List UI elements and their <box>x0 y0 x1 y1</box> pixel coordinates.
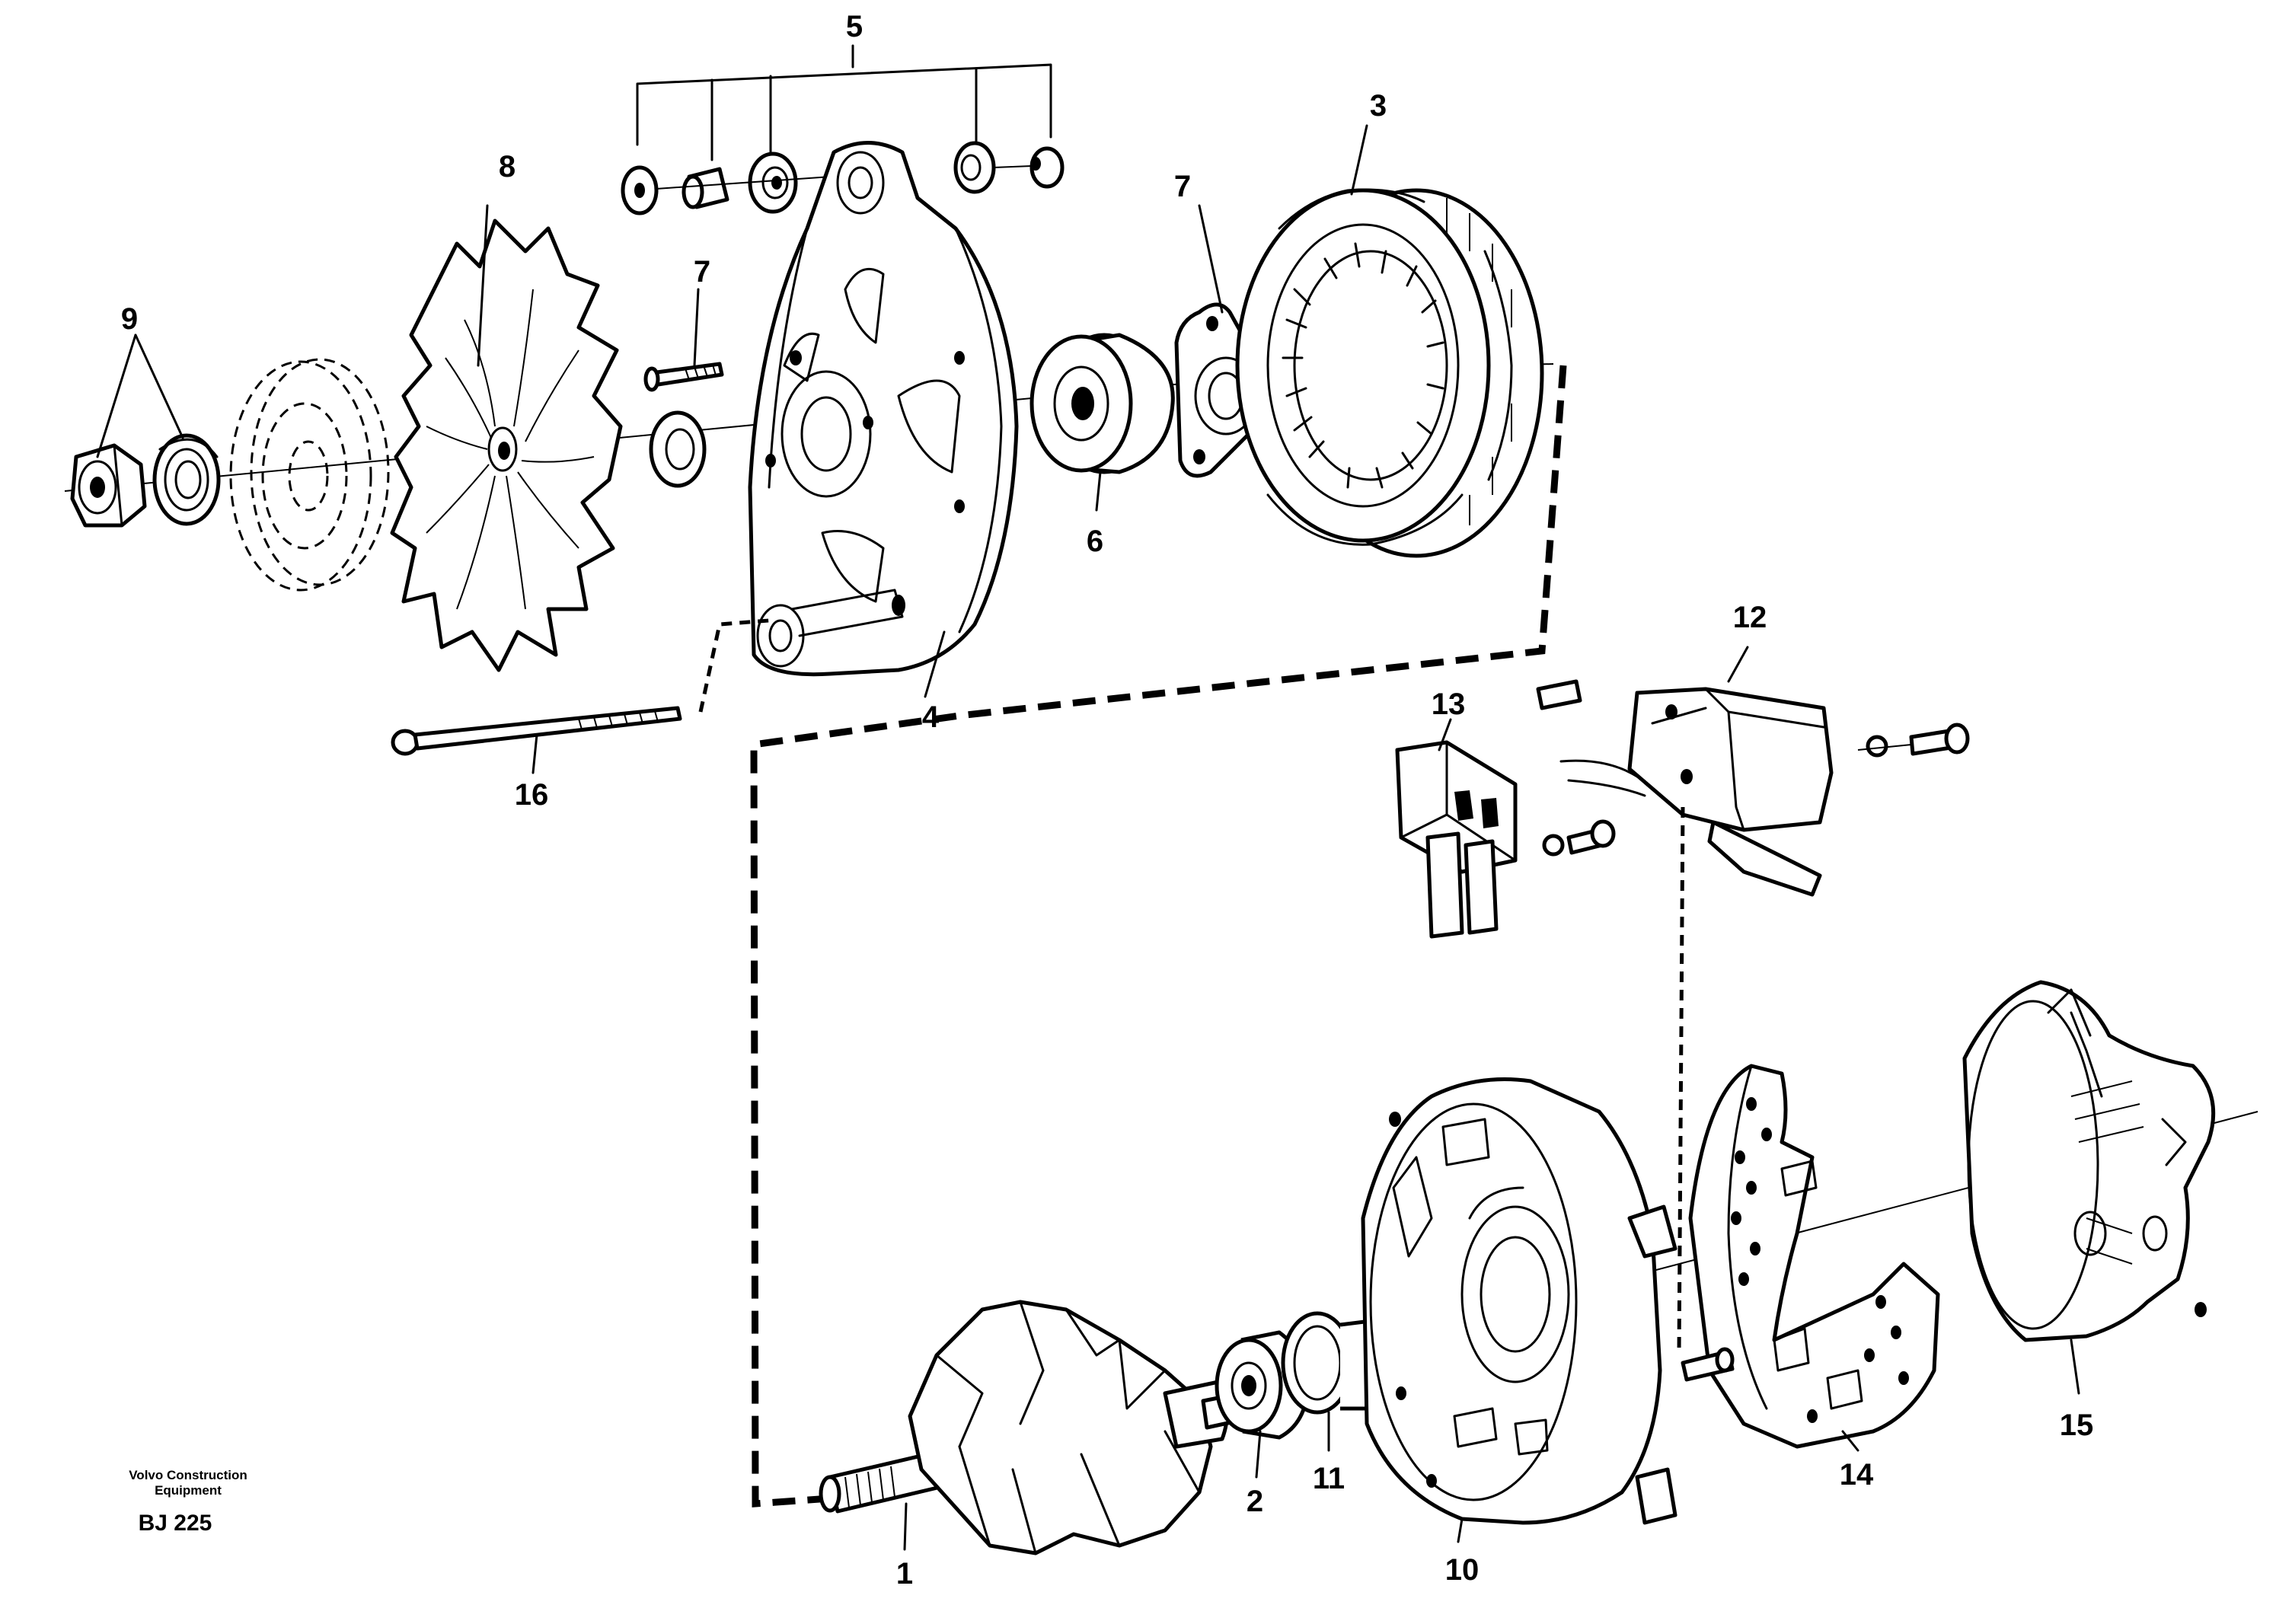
slip-ring-end-shield-10 <box>1361 1077 1677 1525</box>
callout-4: 4 <box>922 700 940 734</box>
regulator-dashed-lines <box>1677 806 1685 1356</box>
drawing-id: BJ 225 <box>139 1511 212 1536</box>
drawing-caption: Volvo Construction Equipment BJ 225 <box>129 1468 247 1536</box>
callout-1: 1 <box>896 1557 913 1590</box>
stator-3 <box>1235 188 1544 558</box>
cover-15 <box>1962 980 2216 1342</box>
callout-11: 11 <box>1313 1462 1345 1495</box>
nut-and-washer-9 <box>70 433 221 528</box>
pulley-ghost <box>229 358 390 592</box>
callout-2: 2 <box>1247 1485 1263 1518</box>
retaining-plate-7 <box>1174 302 1278 478</box>
rotor-1 <box>819 1300 1255 1555</box>
leader-lines <box>96 124 2080 1551</box>
spacer-washer <box>649 410 707 488</box>
regulator-12 <box>1536 679 1970 897</box>
fan-8 <box>390 219 623 672</box>
callout-labels: 5 3 8 7 7 9 6 12 4 13 16 15 11 2 14 10 1 <box>121 10 2093 1590</box>
callout-5: 5 <box>846 10 863 43</box>
callout-10: 10 <box>1445 1553 1480 1587</box>
callout-9: 9 <box>121 302 138 336</box>
callout-7-retaining-plate: 7 <box>1174 170 1191 203</box>
drive-end-shield-4 <box>748 141 1019 677</box>
callout-16: 16 <box>515 778 549 812</box>
through-bolt-16 <box>391 618 770 756</box>
callout-7-bolt: 7 <box>694 255 710 289</box>
bearing-6 <box>1029 333 1175 474</box>
callout-3: 3 <box>1370 89 1387 123</box>
callout-12: 12 <box>1733 601 1767 634</box>
company-name-line2: Equipment <box>155 1483 222 1498</box>
bolt-7-upper <box>643 362 724 392</box>
rectifier-14 <box>1681 1064 1940 1449</box>
callout-14: 14 <box>1840 1458 1874 1492</box>
callout-8: 8 <box>499 150 516 183</box>
mounting-kit-5 <box>621 44 1065 215</box>
callout-15: 15 <box>2060 1409 2094 1442</box>
company-name-line1: Volvo Construction <box>129 1468 247 1482</box>
callout-6: 6 <box>1087 525 1103 558</box>
plug-connector-13 <box>1395 740 1616 939</box>
callout-13: 13 <box>1432 688 1466 721</box>
